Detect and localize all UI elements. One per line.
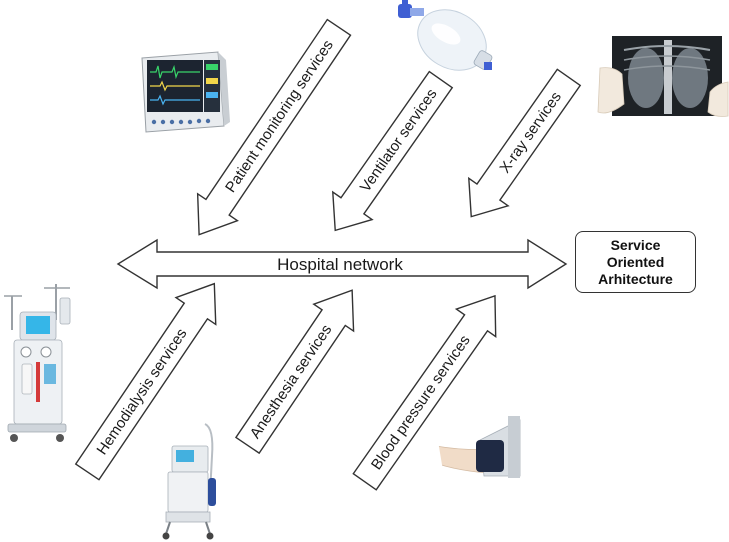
soa-line-3: Arhitecture (598, 270, 673, 287)
soa-box: Service Oriented Arhitecture (575, 231, 696, 293)
chest-xray-icon (597, 36, 729, 117)
xray-arrow: X-ray services (468, 68, 582, 218)
dialysis-machine-icon (4, 284, 71, 442)
soa-line-1: Service (610, 236, 661, 253)
patient-monitor-icon (141, 51, 230, 133)
blood-pressure-cuff-icon (433, 416, 521, 478)
hemodialysis-label: Hemodialysis services (93, 325, 190, 458)
soa-line-2: Oriented (606, 253, 665, 270)
anesthesia-label: Anesthesia services (247, 322, 336, 442)
ventilator-arrow: Ventilator services (331, 70, 454, 232)
patient-monitoring-arrow: Patient monitoring services (196, 18, 352, 236)
hospital-network-label: Hospital network (277, 255, 403, 274)
hemodialysis-arrow: Hemodialysis services (74, 282, 217, 481)
anesthesia-machine-icon (162, 423, 216, 540)
xray-label: X-ray services (497, 89, 565, 177)
ventilator-bag-icon (398, 0, 493, 71)
patient-monitoring-label: Patient monitoring services (222, 37, 337, 196)
hospital-network-arrow: Hospital network (116, 238, 568, 290)
anesthesia-arrow: Anesthesia services (234, 289, 355, 455)
ventilator-label: Ventilator services (357, 86, 441, 195)
soa-text: Service Oriented Arhitecture (598, 237, 673, 288)
